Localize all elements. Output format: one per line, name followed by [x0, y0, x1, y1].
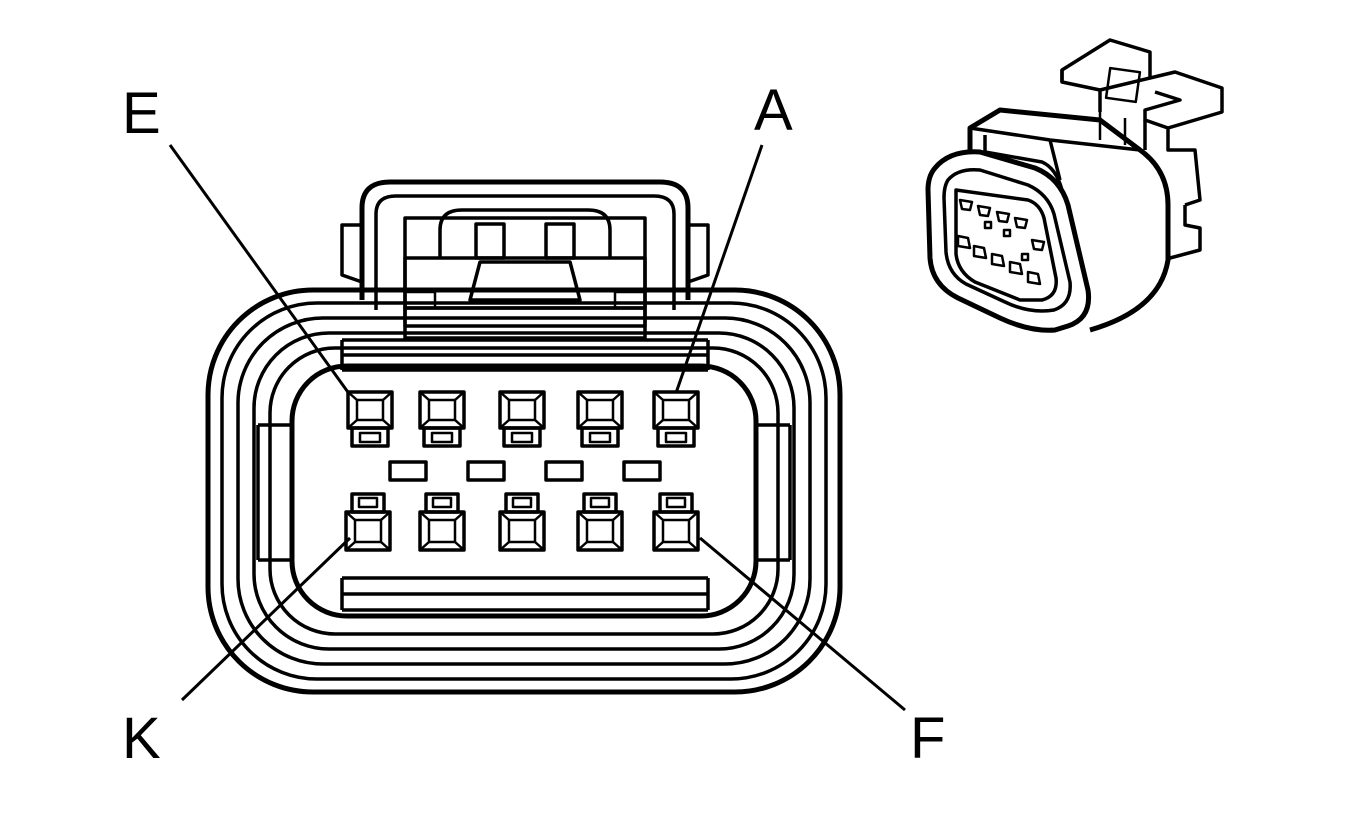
- connector-isometric-view: [925, 38, 1224, 333]
- housing-outline-4: [252, 331, 796, 651]
- pin-cavity-g: [576, 492, 624, 552]
- pin-cavity-d: [418, 390, 466, 448]
- leader-line-f: [699, 536, 906, 712]
- housing-outline-3: [236, 316, 812, 666]
- pin-label-f: F: [910, 706, 945, 771]
- pin-cavity-e: [346, 390, 394, 448]
- pin-cavity-c: [498, 390, 546, 448]
- housing-inner-cavity: [289, 363, 759, 619]
- top-ribs: [340, 338, 710, 372]
- pin-cavity-k: [344, 492, 392, 552]
- pin-cavity-h: [498, 492, 546, 552]
- pin-cavity-j: [418, 492, 466, 552]
- pin-row-bottom: [344, 492, 700, 552]
- pin-label-a: A: [754, 78, 793, 143]
- housing-outline-5: [268, 346, 780, 636]
- pin-label-k: K: [122, 706, 161, 771]
- pin-row-top: [346, 390, 700, 448]
- pin-cavity-f: [652, 492, 700, 552]
- pin-cavity-b: [576, 390, 624, 448]
- keying-slots: [388, 460, 662, 482]
- housing-outline-1: [205, 287, 843, 695]
- housing-outline-2: [220, 301, 828, 681]
- pin-label-e: E: [122, 81, 161, 146]
- leader-lines: [168, 144, 906, 712]
- bottom-ribs: [340, 576, 710, 612]
- cavity-rails: [256, 423, 792, 562]
- pin-cavity-a: [652, 390, 700, 448]
- connector-face-housing: [205, 287, 843, 695]
- leader-line-a: [674, 144, 764, 394]
- locking-tab: [340, 179, 710, 340]
- leader-line-k: [180, 536, 352, 702]
- leader-line-e: [168, 144, 352, 396]
